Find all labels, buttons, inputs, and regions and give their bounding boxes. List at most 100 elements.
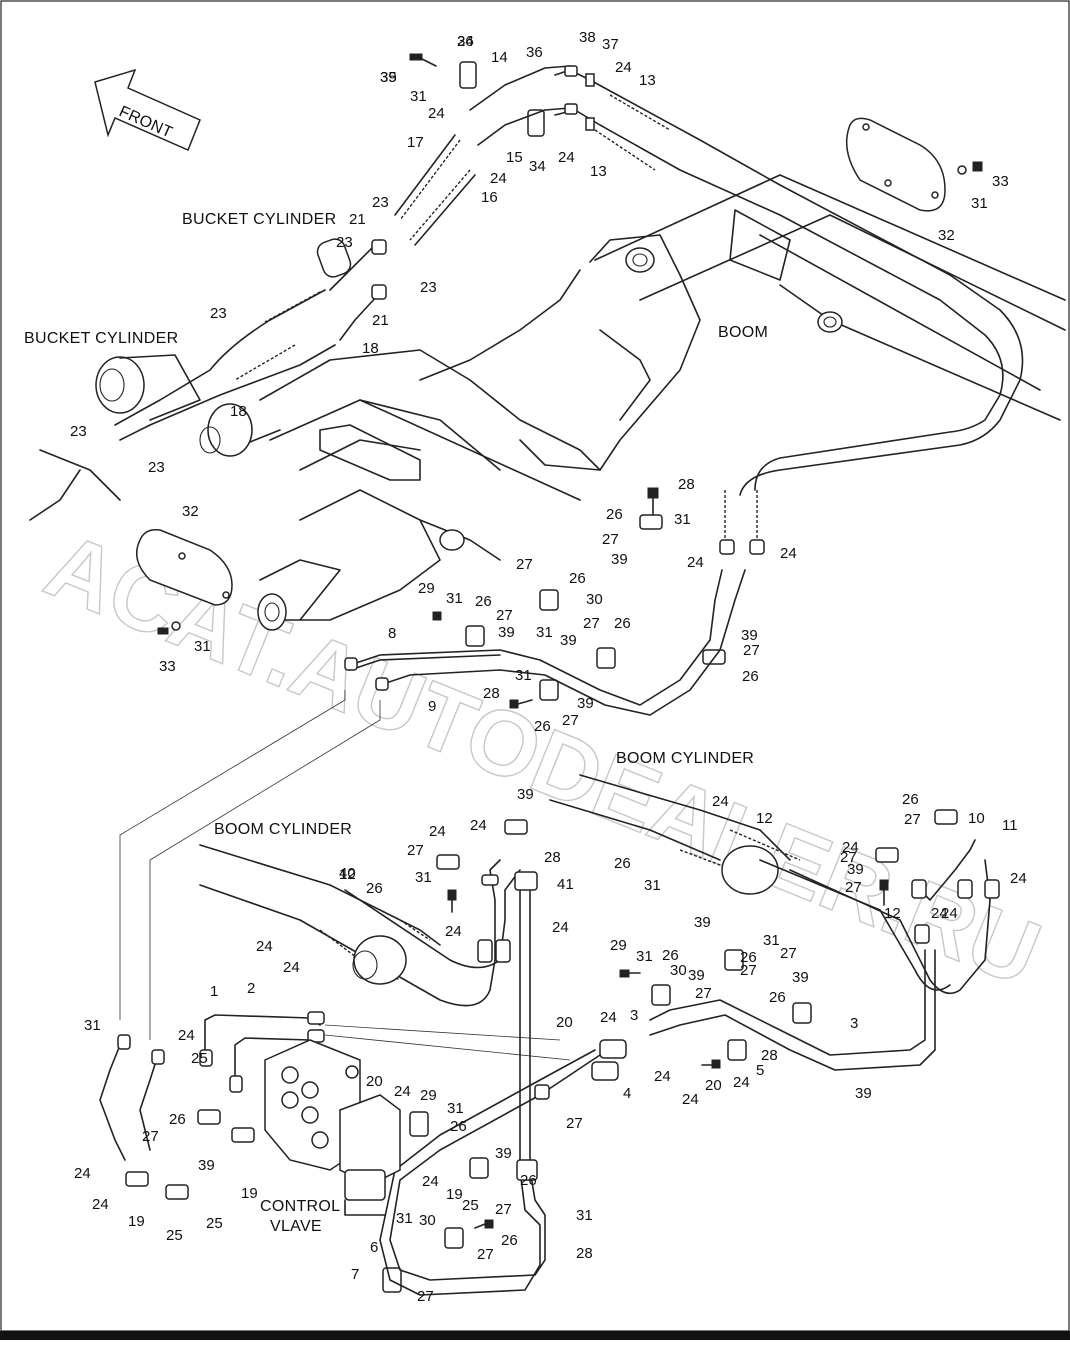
part-number-26: 26 (606, 506, 623, 523)
part-number-36: 36 (526, 44, 543, 61)
part-number-12: 12 (339, 866, 356, 883)
part-number-39: 39 (611, 551, 628, 568)
part-number-34: 34 (457, 33, 474, 50)
part-number-26: 26 (614, 615, 631, 632)
part-number-24: 24 (470, 817, 487, 834)
part-number-31: 31 (84, 1017, 101, 1034)
part-number-31: 31 (410, 88, 427, 105)
part-number-27: 27 (602, 531, 619, 548)
part-number-31: 31 (636, 948, 653, 965)
part-number-23: 23 (420, 279, 437, 296)
part-number-30: 30 (419, 1212, 436, 1229)
part-number-24: 24 (429, 823, 446, 840)
caption-boom: BOOM (718, 324, 768, 341)
part-number-27: 27 (562, 712, 579, 729)
part-number-27: 27 (407, 842, 424, 859)
part-number-25: 25 (206, 1215, 223, 1232)
part-number-28: 28 (678, 476, 695, 493)
caption-boom-cylinder-right: BOOM CYLINDER (616, 750, 754, 767)
part-number-39: 39 (198, 1157, 215, 1174)
part-number-16: 16 (481, 189, 498, 206)
part-number-19: 19 (446, 1186, 463, 1203)
part-number-37: 37 (602, 36, 619, 53)
caption-control-valve-line1: CONTROL (260, 1198, 340, 1215)
part-number-27: 27 (583, 615, 600, 632)
part-number-8: 8 (388, 625, 396, 642)
part-number-26: 26 (520, 1172, 537, 1189)
part-number-41: 41 (557, 876, 574, 893)
part-number-26: 26 (902, 791, 919, 808)
part-number-31: 31 (515, 667, 532, 684)
part-number-24: 24 (931, 905, 948, 922)
part-number-10: 10 (968, 810, 985, 827)
part-number-21: 21 (349, 211, 366, 228)
part-number-14: 14 (491, 49, 508, 66)
access-cover-top (845, 117, 946, 212)
part-number-20: 20 (366, 1073, 383, 1090)
part-number-39: 39 (792, 969, 809, 986)
part-number-26: 26 (366, 880, 383, 897)
part-number-31: 31 (447, 1100, 464, 1117)
fitting-icons (117, 65, 1000, 1200)
hydraulic-lines (99, 65, 1024, 1296)
part-number-3: 3 (850, 1015, 858, 1032)
part-number-24: 24 (445, 923, 462, 940)
part-number-26: 26 (742, 668, 759, 685)
part-number-39: 39 (495, 1145, 512, 1162)
caption-boom-cylinder-left: BOOM CYLINDER (214, 821, 352, 838)
part-number-27: 27 (142, 1128, 159, 1145)
part-number-24: 24 (1010, 870, 1027, 887)
part-number-33: 33 (992, 173, 1009, 190)
part-number-25: 25 (166, 1227, 183, 1244)
part-number-17: 17 (407, 134, 424, 151)
control-valve (264, 1039, 401, 1216)
part-number-24: 24 (615, 59, 632, 76)
part-number-27: 27 (495, 1201, 512, 1218)
bottom-bar (0, 1331, 1070, 1340)
part-number-29: 29 (420, 1087, 437, 1104)
part-number-39: 39 (847, 861, 864, 878)
part-number-18: 18 (362, 340, 379, 357)
part-number-5: 5 (756, 1062, 764, 1079)
part-number-35: 35 (380, 69, 397, 86)
part-number-24: 24 (74, 1165, 91, 1182)
part-number-26: 26 (169, 1111, 186, 1128)
part-number-38: 38 (579, 29, 596, 46)
part-number-31: 31 (446, 590, 463, 607)
part-number-31: 31 (576, 1207, 593, 1224)
access-cover-bottom (135, 528, 233, 606)
part-number-27: 27 (516, 556, 533, 573)
part-number-29: 29 (418, 580, 435, 597)
part-number-31: 31 (644, 877, 661, 894)
part-number-27: 27 (695, 985, 712, 1002)
part-number-24: 24 (654, 1068, 671, 1085)
part-number-39: 39 (855, 1085, 872, 1102)
part-number-19: 19 (241, 1185, 258, 1202)
part-number-25: 25 (462, 1197, 479, 1214)
part-number-19: 19 (128, 1213, 145, 1230)
part-number-27: 27 (840, 849, 857, 866)
part-number-23: 23 (148, 459, 165, 476)
part-number-27: 27 (743, 642, 760, 659)
part-number-24: 24 (558, 149, 575, 166)
part-number-28: 28 (483, 685, 500, 702)
part-number-24: 24 (92, 1196, 109, 1213)
caption-bucket-cylinder-top: BUCKET CYLINDER (182, 211, 336, 228)
part-number-39: 39 (741, 627, 758, 644)
part-number-32: 32 (938, 227, 955, 244)
part-number-26: 26 (475, 593, 492, 610)
part-number-7: 7 (351, 1266, 359, 1283)
part-number-31: 31 (674, 511, 691, 528)
part-number-25: 25 (191, 1050, 208, 1067)
part-number-24: 24 (394, 1083, 411, 1100)
part-number-27: 27 (477, 1246, 494, 1263)
part-number-24: 24 (712, 793, 729, 810)
part-number-31: 31 (763, 932, 780, 949)
part-number-23: 23 (372, 194, 389, 211)
part-number-24: 24 (682, 1091, 699, 1108)
part-number-3: 3 (630, 1007, 638, 1024)
part-number-29: 29 (610, 937, 627, 954)
part-number-39: 39 (380, 69, 397, 86)
part-number-23: 23 (70, 423, 87, 440)
part-number-27: 27 (904, 811, 921, 828)
